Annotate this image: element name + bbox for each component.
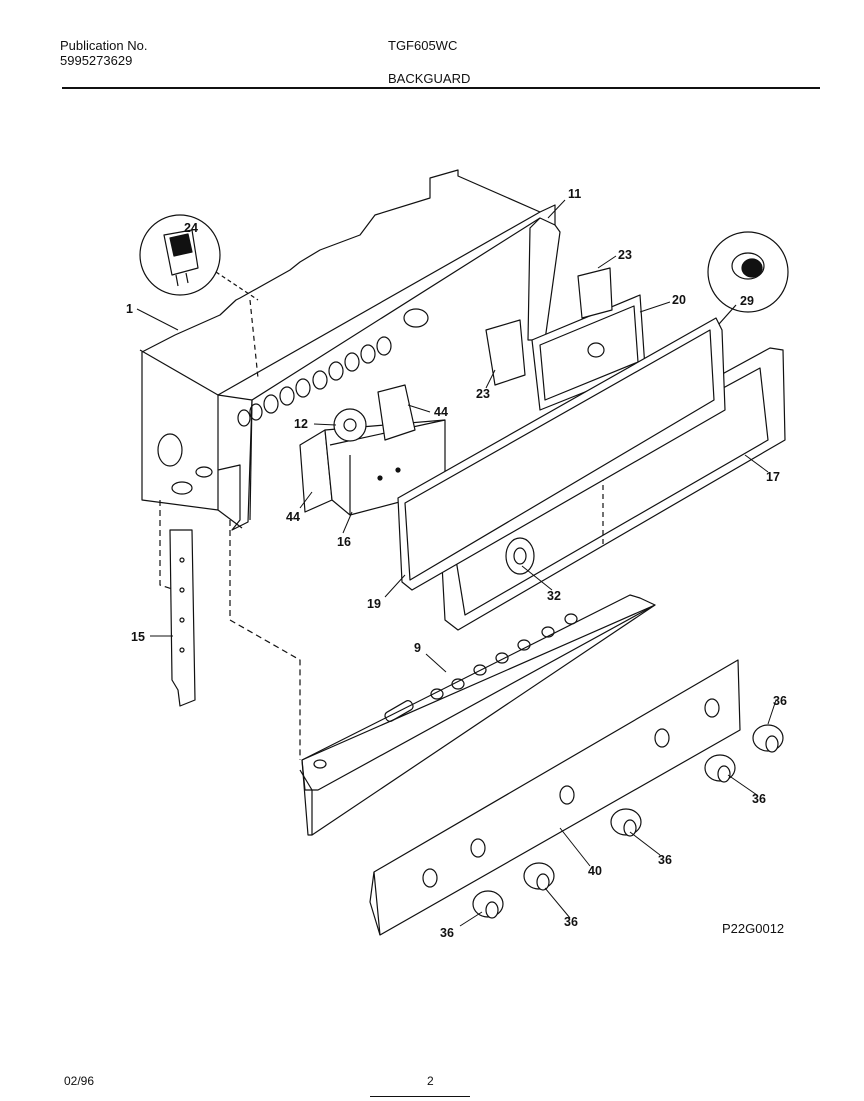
- callout-40: 40: [588, 864, 602, 878]
- footer-date: 02/96: [64, 1074, 95, 1088]
- callout-1: 1: [126, 302, 133, 316]
- callout-36-middle: 36: [658, 853, 672, 867]
- manifold-panel: [299, 594, 656, 836]
- publication-number: 5995273629: [60, 53, 133, 68]
- burner-knobs: [472, 724, 784, 919]
- clock-knob-inset: [659, 231, 789, 391]
- callout-15: 15: [131, 630, 145, 644]
- model-number: TGF605WC: [388, 38, 458, 53]
- callout-36-right: 36: [773, 694, 787, 708]
- gasket-panel: [397, 317, 726, 591]
- callout-19: 19: [367, 597, 381, 611]
- rocker-switch-inset: [139, 214, 259, 301]
- backguard-housing: [139, 169, 561, 760]
- callout-labels: 1 11 23 24 20 29 12 44 23 44 16 19 17 32…: [126, 187, 787, 940]
- callout-32: 32: [547, 589, 561, 603]
- callout-44-upper: 44: [434, 405, 448, 419]
- callout-36-left-center: 36: [564, 915, 578, 929]
- callout-20: 20: [672, 293, 686, 307]
- side-trim: [169, 529, 196, 707]
- callout-24: 24: [184, 221, 198, 235]
- callout-44-lower: 44: [286, 510, 300, 524]
- callout-9: 9: [414, 641, 421, 655]
- callout-leaders: [136, 199, 777, 927]
- callout-12: 12: [294, 417, 308, 431]
- lower-control-panel: [369, 659, 741, 936]
- callout-36-mid-right: 36: [752, 792, 766, 806]
- callout-17: 17: [766, 470, 780, 484]
- callout-23-upper: 23: [618, 248, 632, 262]
- callout-16: 16: [337, 535, 351, 549]
- callout-23-lower: 23: [476, 387, 490, 401]
- diagram-linework: [136, 169, 789, 936]
- callout-36-left: 36: [440, 926, 454, 940]
- header-rule: [62, 87, 820, 89]
- page-number: 2: [427, 1074, 434, 1088]
- publication-label: Publication No.: [60, 38, 148, 53]
- footer-rule: [370, 1096, 470, 1097]
- drawing-code: P22G0012: [722, 921, 784, 936]
- callout-11: 11: [568, 187, 581, 201]
- section-title: BACKGUARD: [388, 71, 471, 86]
- callout-29: 29: [740, 294, 754, 308]
